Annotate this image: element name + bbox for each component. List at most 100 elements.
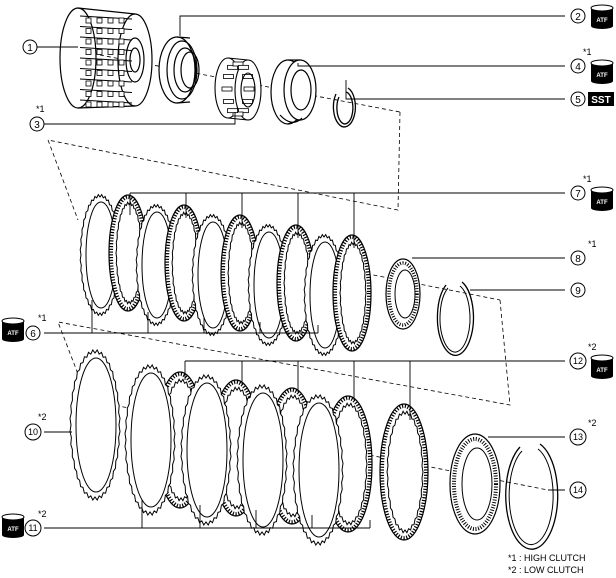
callout-10: *2 10 [24,412,47,441]
callout-12: *2 12 ATF [569,342,614,379]
drum-slot [118,49,125,55]
drum-slot [118,80,125,87]
atf-label: ATF [596,200,608,206]
plate-inner-edge [298,402,340,538]
drum-slot [85,91,92,97]
callout-note: *1 [588,239,597,249]
drum-slot [85,101,92,108]
callout-8: *1 8 [570,239,597,266]
drum-slot [118,17,125,24]
atf-label: ATF [596,18,608,24]
return-spring [227,108,238,114]
callout-note: *2 [38,509,47,519]
steel-plate [247,223,289,347]
return-spring [227,64,238,70]
callout-number: 12 [573,356,583,366]
legend: *1 : HIGH CLUTCH *2 : LOW CLUTCH [508,553,586,575]
steel-plate [124,364,176,516]
plate-outer-teeth [292,394,344,546]
callout-note: *2 [588,418,597,428]
callout-3: *1 3 [29,104,45,132]
callout-number: 1 [27,43,33,54]
callout-number: 9 [575,286,581,297]
drum-slot [96,49,103,55]
atf-can-icon: ATF [1,513,25,538]
clutch-piston [158,36,200,104]
plate-outer-teeth [79,193,121,317]
plate-outer-teeth [191,213,233,337]
snap-ring-low-inner [508,448,554,546]
plate-outer-teeth [303,233,345,357]
callout-number: 10 [28,427,38,437]
drum-slot [107,38,114,45]
atf-label: ATF [7,527,19,533]
middle-frame [57,299,511,406]
drum-slot [96,59,103,66]
plate-lining [380,404,428,540]
callout-7: *1 7 ATF [570,174,614,211]
drum-slot [96,101,103,108]
drum-slot [118,38,125,45]
return-spring [232,61,244,67]
retaining-parts [385,258,559,550]
callout-note: *2 [38,412,47,422]
callout-4: *1 4 ATF [570,47,614,84]
callout-note: *2 [588,342,597,352]
pressure-plate-high-teeth [387,261,419,327]
plate-inner-edge [242,392,284,528]
callout-2: 2 ATF [570,4,614,29]
callout-note: *1 [583,174,592,184]
drum-slot [107,91,114,97]
drum-slot [118,70,125,76]
callout-number: 5 [575,95,581,106]
callout-number: 6 [30,329,36,340]
drum-slot [85,59,92,66]
callout-number: 3 [34,120,40,131]
return-spring [243,86,255,92]
callout-13: *2 13 [569,418,597,446]
callout-1: 1 [22,39,38,55]
atf-can-icon: ATF [1,317,25,342]
legend-low-clutch: *2 : LOW CLUTCH [508,565,584,575]
plate-inner-edge [75,357,117,493]
atf-label: ATF [7,331,19,337]
spring-retainer [214,57,262,121]
callout-14: 14 [569,481,587,499]
callout-9: 9 [570,282,586,298]
return-spring [221,86,233,92]
snap-ring-high [436,281,475,356]
atf-can-icon: ATF [590,354,614,379]
callout-5: 5 SST [570,91,614,107]
drum-slot [85,70,92,76]
steel-plate [69,349,121,501]
callout-note: *1 [38,313,47,323]
sst-tag: SST [588,92,614,106]
drum-slot [85,49,92,55]
callout-number: 4 [575,62,581,73]
seal-plate [270,59,317,125]
drum-slot [107,49,114,55]
callout-11: *2 ATF 11 [1,509,47,538]
drum-slot [118,91,125,97]
atf-label: ATF [596,73,608,79]
return-spring [232,111,244,117]
plate-outer-teeth [135,203,177,327]
friction-plate [379,403,429,541]
callout-note: *1 [36,104,45,114]
callout-number: 8 [575,254,581,265]
plate-outer-teeth [69,349,121,501]
friction-plate [332,234,372,352]
drum-slot [107,101,114,108]
drum-slot [107,28,114,34]
return-spring [223,74,234,79]
callout-6: *1 ATF 6 [1,313,47,342]
drum-slot [96,17,103,24]
drum-slot [96,91,103,97]
plate-inner-teeth [171,211,199,315]
leader-lines [37,15,565,529]
atf-can-icon: ATF [590,4,614,29]
drum-slot [118,59,125,66]
steel-plate [236,384,288,536]
